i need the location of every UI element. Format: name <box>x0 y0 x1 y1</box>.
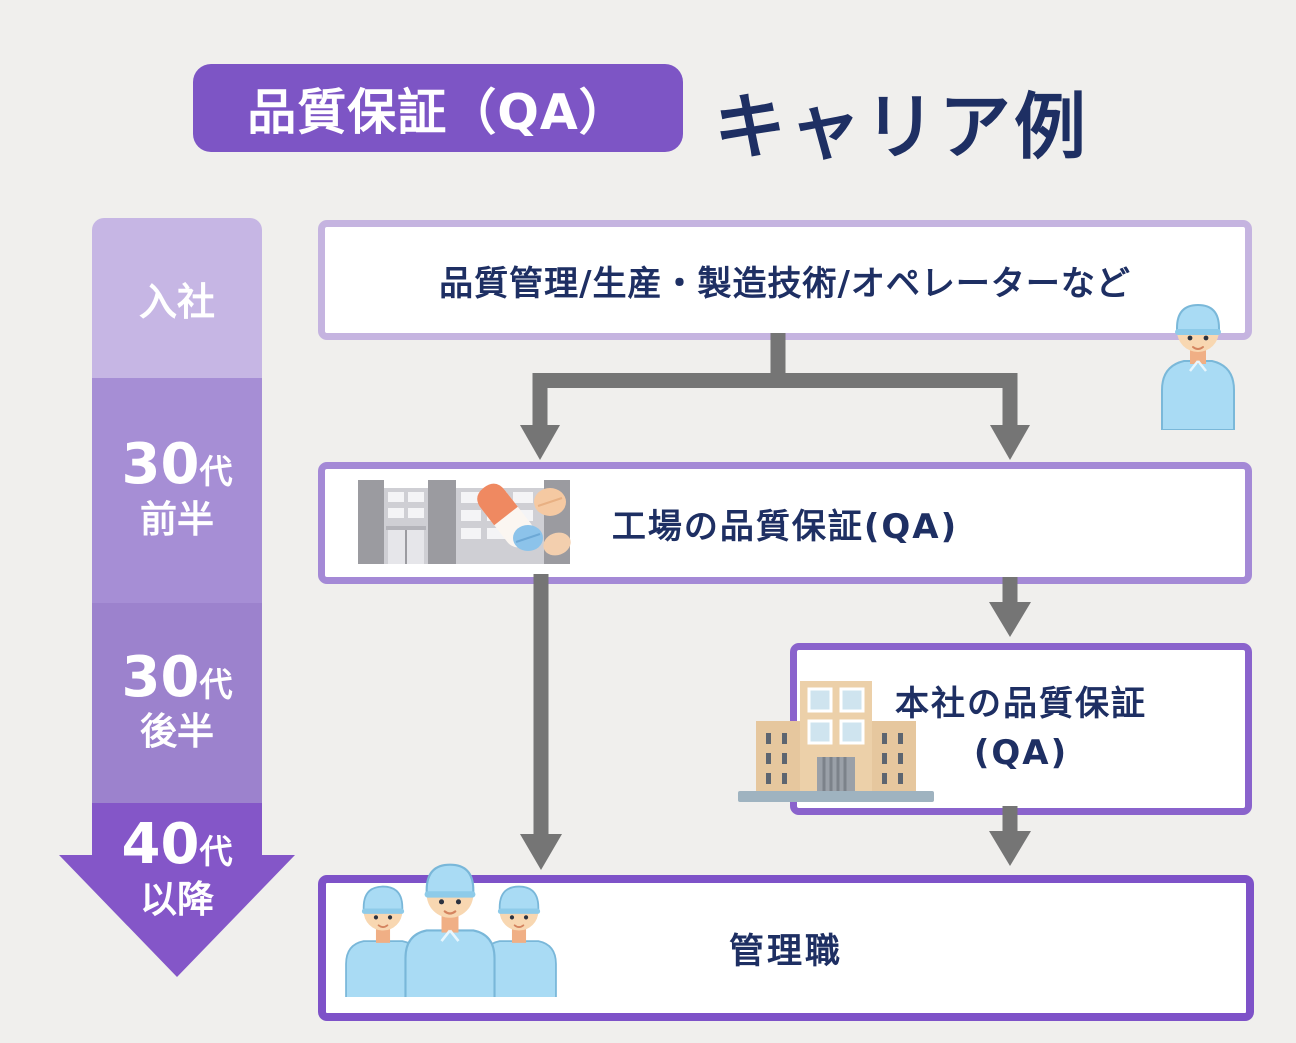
timeline-segment-late-30s: 30代 後半 <box>92 603 262 803</box>
timeline-late-30s-line1: 30代 <box>121 644 233 710</box>
timeline-segment-40s-body <box>92 803 262 856</box>
short-down-arrow-hq-to-management-icon <box>989 806 1031 866</box>
flow-box-factory-qa-label: 工場の品質保証(QA) <box>611 506 959 547</box>
page-title: キャリア例 <box>714 85 1090 169</box>
flow-box-hq-qa-label-line2: (QA) <box>973 733 1069 773</box>
flow-box-start: 品質管理/生産・製造技術/オペレーターなど <box>318 220 1252 340</box>
timeline-early-30s-line1: 30代 <box>121 432 233 498</box>
timeline-segment-entry: 入社 <box>92 218 262 378</box>
timeline-segment-early-30s: 30代 前半 <box>92 378 262 603</box>
branch-arrow-icon <box>520 333 1030 460</box>
timeline-entry-label: 入社 <box>138 279 215 324</box>
office-building-icon <box>738 681 934 802</box>
flow-box-start-label: 品質管理/生産・製造技術/オペレーターなど <box>439 263 1131 304</box>
timeline-40s-line2: 以降 <box>140 877 214 921</box>
short-down-arrow-factory-to-hq-icon <box>989 577 1031 637</box>
timeline-early-30s-line2: 前半 <box>140 497 214 541</box>
title-badge-label: 品質保証（QA） <box>247 83 629 141</box>
timeline-40s-line1: 40代 <box>121 812 233 877</box>
long-down-arrow-icon <box>520 574 562 870</box>
flow-box-management-label: 管理職 <box>728 931 843 972</box>
workers-group-icon <box>345 863 557 997</box>
worker-icon <box>1161 303 1235 430</box>
title-badge: 品質保証（QA） <box>193 64 683 152</box>
factory-pills-icon <box>358 480 571 564</box>
timeline-segment-40s: 40代 以降 <box>92 812 262 925</box>
timeline-late-30s-line2: 後半 <box>140 710 214 754</box>
flow-box-hq-qa-label-line1: 本社の品質保証 <box>895 683 1147 724</box>
